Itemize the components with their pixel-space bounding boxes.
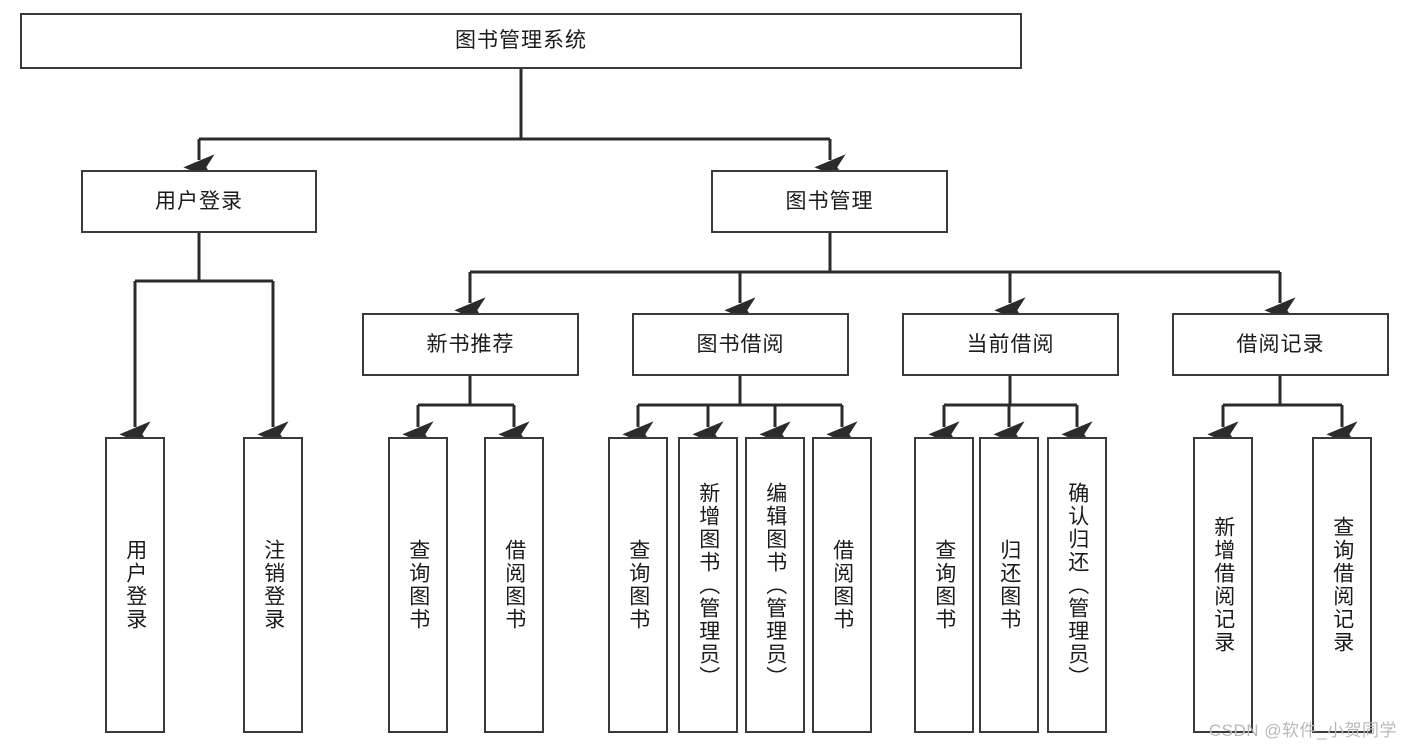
node-leaf-add-book-label: 新增图书（管理员） [696,481,720,689]
node-leaf-query-book-1-label: 查询图书 [406,539,430,631]
node-leaf-borrow-book-1-label: 借阅图书 [502,539,526,631]
node-leaf-add-record[interactable]: 新增借阅记录 [1193,437,1253,733]
node-leaf-confirm-return-label: 确认归还（管理员） [1065,481,1089,689]
node-root[interactable]: 图书管理系统 [20,13,1022,69]
watermark-text: CSDN @软件_小贺同学 [1208,721,1397,740]
node-book-borrow[interactable]: 图书借阅 [632,313,849,376]
node-leaf-borrow-book-2-label: 借阅图书 [830,539,854,631]
node-leaf-query-book-2[interactable]: 查询图书 [608,437,668,733]
node-leaf-edit-book[interactable]: 编辑图书（管理员） [745,437,805,733]
node-borrow-record[interactable]: 借阅记录 [1172,313,1389,376]
node-book-borrow-label: 图书借阅 [696,332,785,356]
node-leaf-edit-book-label: 编辑图书（管理员） [763,481,787,689]
node-current-borrow[interactable]: 当前借阅 [902,313,1119,376]
node-leaf-borrow-book-1[interactable]: 借阅图书 [484,437,544,733]
node-root-label: 图书管理系统 [455,29,587,53]
node-leaf-query-book-2-label: 查询图书 [626,539,650,631]
node-leaf-borrow-book-2[interactable]: 借阅图书 [812,437,872,733]
node-leaf-logout-label: 注销登录 [261,539,285,631]
node-leaf-query-book-3-label: 查询图书 [932,539,956,631]
node-book-manage[interactable]: 图书管理 [711,170,948,233]
node-leaf-add-book[interactable]: 新增图书（管理员） [678,437,738,733]
node-user-login-label: 用户登录 [155,189,243,213]
node-leaf-return-book[interactable]: 归还图书 [979,437,1039,733]
node-leaf-logout[interactable]: 注销登录 [243,437,303,733]
node-leaf-add-record-label: 新增借阅记录 [1211,516,1235,654]
node-book-manage-label: 图书管理 [785,189,874,213]
node-current-borrow-label: 当前借阅 [966,332,1055,356]
node-borrow-record-label: 借阅记录 [1236,332,1325,356]
node-new-book-rec-label: 新书推荐 [426,332,515,356]
node-leaf-return-book-label: 归还图书 [997,539,1021,631]
node-leaf-query-record[interactable]: 查询借阅记录 [1312,437,1372,733]
node-leaf-confirm-return[interactable]: 确认归还（管理员） [1047,437,1107,733]
node-leaf-query-book-1[interactable]: 查询图书 [388,437,448,733]
node-user-login[interactable]: 用户登录 [81,170,317,233]
node-leaf-query-book-3[interactable]: 查询图书 [914,437,974,733]
node-leaf-user-login-label: 用户登录 [123,539,147,631]
node-new-book-rec[interactable]: 新书推荐 [362,313,579,376]
node-leaf-query-record-label: 查询借阅记录 [1330,516,1354,654]
node-leaf-user-login[interactable]: 用户登录 [105,437,165,733]
